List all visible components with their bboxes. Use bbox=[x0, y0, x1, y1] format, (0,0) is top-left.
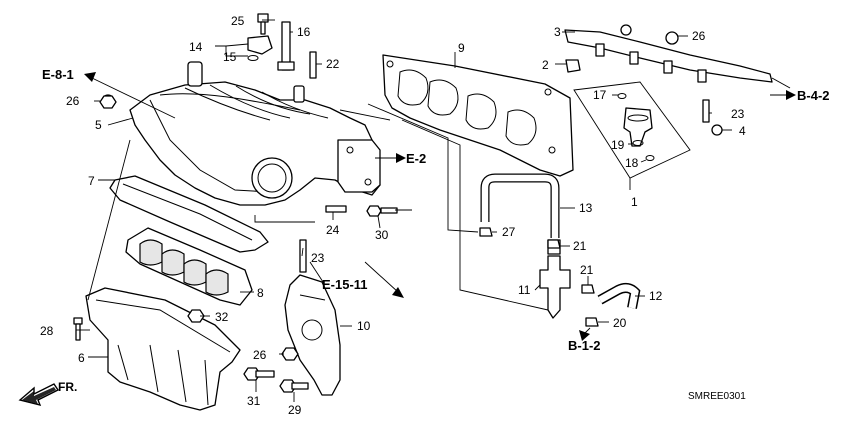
callout-19: 19 bbox=[611, 138, 625, 152]
front-arrow bbox=[18, 383, 60, 407]
callout-numbers: 1 2 3 4 5 6 7 8 9 10 11 12 13 14 15 16 1… bbox=[40, 14, 746, 417]
ref-e-15-11: E-15-11 bbox=[322, 277, 368, 292]
vacuum-hose-outline bbox=[480, 173, 560, 238]
front-label: FR. bbox=[58, 380, 77, 394]
callout-10: 10 bbox=[357, 319, 371, 333]
callout-17: 17 bbox=[593, 88, 607, 102]
callout-18: 18 bbox=[625, 156, 639, 170]
hose-12 bbox=[598, 284, 639, 309]
vacuum-hose bbox=[481, 174, 559, 238]
callout-11: 11 bbox=[518, 283, 531, 297]
lower-chamber bbox=[85, 287, 241, 411]
injector-t-section bbox=[539, 239, 571, 319]
injector-group-outline bbox=[573, 81, 691, 179]
fasteners bbox=[73, 13, 723, 393]
callout-4: 4 bbox=[739, 124, 746, 138]
callout-12: 12 bbox=[649, 289, 663, 303]
callout-7: 7 bbox=[88, 174, 95, 188]
heat-shield bbox=[284, 274, 341, 396]
callout-3: 3 bbox=[554, 25, 561, 39]
callout-31: 31 bbox=[247, 394, 261, 408]
runner-insert bbox=[125, 227, 253, 306]
callout-28: 28 bbox=[40, 324, 54, 338]
leader-lines bbox=[76, 19, 732, 402]
callout-21-lower: 21 bbox=[580, 263, 594, 277]
callout-27: 27 bbox=[502, 225, 516, 239]
callout-23-right: 23 bbox=[731, 107, 745, 121]
reference-arrows bbox=[84, 72, 796, 341]
callout-26-bottom: 26 bbox=[253, 348, 267, 362]
callout-20: 20 bbox=[613, 316, 627, 330]
fuel-rail bbox=[564, 24, 791, 89]
callout-1: 1 bbox=[631, 195, 638, 209]
callout-14: 14 bbox=[189, 40, 203, 54]
callout-13: 13 bbox=[579, 201, 593, 215]
callout-25: 25 bbox=[231, 14, 245, 28]
callout-9: 9 bbox=[458, 41, 465, 55]
ref-e-2: E-2 bbox=[406, 151, 426, 166]
lower-gasket bbox=[109, 175, 269, 253]
callout-30: 30 bbox=[375, 228, 389, 242]
ref-b-4-2: B-4-2 bbox=[797, 88, 830, 103]
ref-e-8-1: E-8-1 bbox=[42, 67, 74, 82]
callout-2: 2 bbox=[542, 58, 549, 72]
callout-26-left: 26 bbox=[66, 94, 80, 108]
ref-b-1-2: B-1-2 bbox=[568, 338, 601, 353]
callout-15: 15 bbox=[223, 50, 237, 64]
callout-8: 8 bbox=[257, 286, 264, 300]
fuel-injector bbox=[623, 107, 653, 147]
callout-24: 24 bbox=[326, 223, 340, 237]
manifold-gasket bbox=[382, 54, 574, 177]
intake-manifold bbox=[101, 61, 381, 206]
diagram-code: SMREE0301 bbox=[688, 391, 746, 402]
callout-22: 22 bbox=[326, 57, 340, 71]
callout-26-right: 26 bbox=[692, 29, 706, 43]
callout-29: 29 bbox=[288, 403, 302, 417]
reference-labels: E-8-1 E-2 E-15-11 B-4-2 B-1-2 bbox=[42, 67, 830, 353]
callout-16: 16 bbox=[297, 25, 311, 39]
callout-21-upper: 21 bbox=[573, 239, 587, 253]
callout-5: 5 bbox=[95, 118, 102, 132]
callout-6: 6 bbox=[78, 351, 85, 365]
callout-32: 32 bbox=[215, 310, 229, 324]
callout-23-center: 23 bbox=[311, 251, 325, 265]
